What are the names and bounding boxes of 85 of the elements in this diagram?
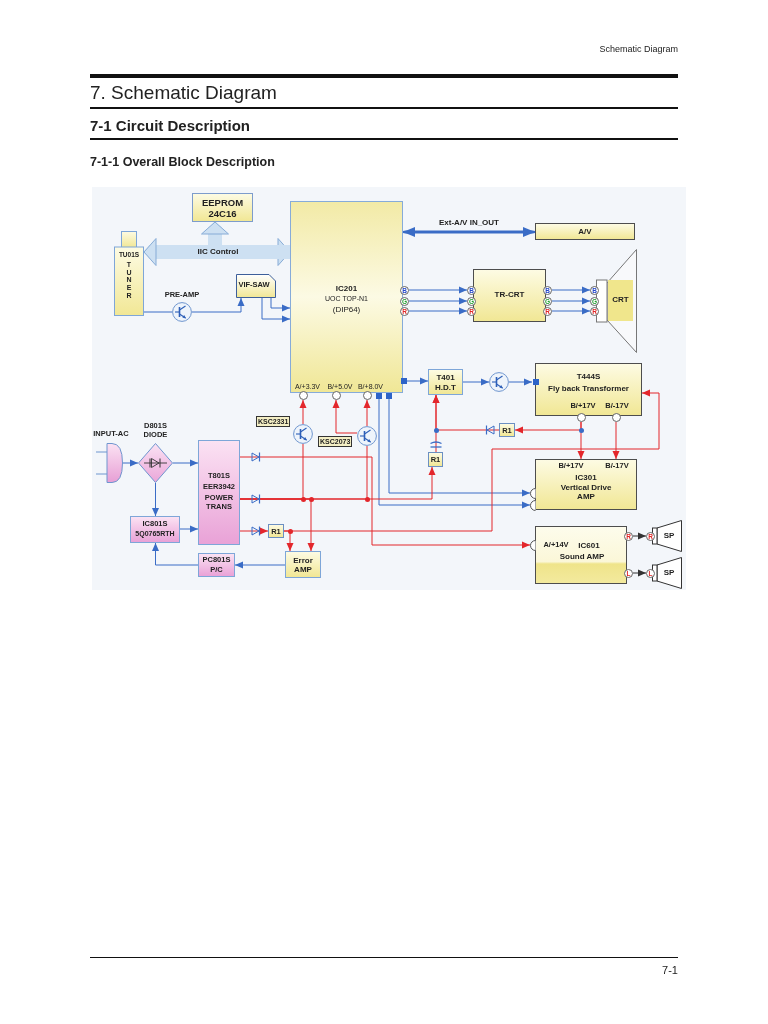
arrow (239, 456, 531, 549)
crt-symbol (596, 249, 637, 353)
block-label: TR-CRT (493, 290, 526, 300)
arrow (363, 399, 371, 427)
block-label: T401 (435, 373, 456, 383)
block-label: A/V (577, 227, 593, 237)
arrow (514, 421, 582, 434)
transistor-symbol (293, 424, 313, 444)
arrow (122, 459, 139, 467)
block-label: T444S (575, 372, 602, 382)
arrow (462, 378, 490, 386)
filter-box (236, 274, 276, 298)
block-label: IC601 (577, 541, 601, 551)
arrow (408, 307, 468, 315)
speaker-symbol (652, 557, 682, 589)
component-box (285, 551, 321, 578)
arrow (378, 398, 531, 509)
component-box (473, 269, 546, 322)
section-heading: 7-1 Circuit Description (90, 117, 251, 135)
block-label: SP (662, 531, 676, 541)
component-box (428, 369, 463, 395)
arrow (239, 527, 269, 535)
transistor-symbol (357, 426, 377, 446)
component-box (198, 553, 235, 577)
arrow (388, 398, 531, 497)
tuner-box (114, 231, 144, 316)
arrow (191, 297, 245, 313)
arrow (551, 286, 591, 294)
arrow (332, 399, 358, 434)
arrow (299, 399, 307, 425)
transistor-symbol (489, 372, 509, 392)
arrow (406, 377, 429, 385)
arrow (632, 532, 647, 540)
block-label: IC201 (334, 284, 359, 294)
arrow (612, 421, 620, 460)
arrow (179, 525, 199, 533)
arrow (172, 459, 199, 467)
component-box (535, 459, 637, 510)
arrow (234, 561, 286, 569)
block-label: Sound AMP (558, 552, 606, 562)
bus-arrow (201, 221, 290, 259)
arrow (283, 530, 294, 552)
subsection-heading: 7-1-1 Overall Block Description (90, 155, 275, 170)
connector-line (143, 311, 173, 313)
edge-label: IIC Control (195, 247, 241, 257)
edge-label: Ext-A/V IN_OUT (437, 218, 501, 228)
block-label: Vertical Drive AMP (559, 483, 613, 502)
running-header: Schematic Diagram (599, 44, 678, 55)
arrow (432, 394, 440, 453)
ic-box (290, 201, 403, 393)
block-label: 24C16 (207, 209, 238, 220)
arrow (270, 297, 291, 312)
block-label: SP (662, 568, 676, 578)
component-box (535, 363, 642, 416)
component-box (198, 440, 240, 545)
block-label: EEPROM (200, 198, 245, 209)
block-label: (DIP64) (331, 305, 362, 315)
arrow (632, 569, 647, 577)
arrow (551, 297, 591, 305)
component-box (535, 526, 627, 584)
arrow (408, 286, 468, 294)
transistor-symbol (172, 302, 192, 322)
arrow (403, 227, 535, 237)
block-label: Error AMP (292, 555, 314, 574)
component-box (130, 516, 180, 543)
arrow (152, 482, 159, 517)
arrow (408, 297, 468, 305)
rectifier-diamond (138, 422, 173, 483)
block-label: H.D.T (434, 383, 457, 393)
block-label: CRT (611, 295, 630, 305)
component-box (535, 223, 635, 240)
connector-line (239, 445, 368, 500)
arrow (152, 542, 199, 566)
ac-plug-symbol (96, 443, 123, 483)
arrow (508, 378, 533, 386)
block-label: Fly back Transformer (547, 384, 630, 394)
arrow (239, 466, 436, 500)
page-number: 7-1 (662, 964, 678, 977)
resistor-box (428, 452, 443, 467)
component-box (192, 193, 253, 222)
block-label: IC301 (574, 473, 598, 483)
arrow (551, 307, 591, 315)
page-title: 7. Schematic Diagram (90, 82, 277, 104)
speaker-symbol (652, 520, 682, 552)
arrow (261, 297, 291, 323)
